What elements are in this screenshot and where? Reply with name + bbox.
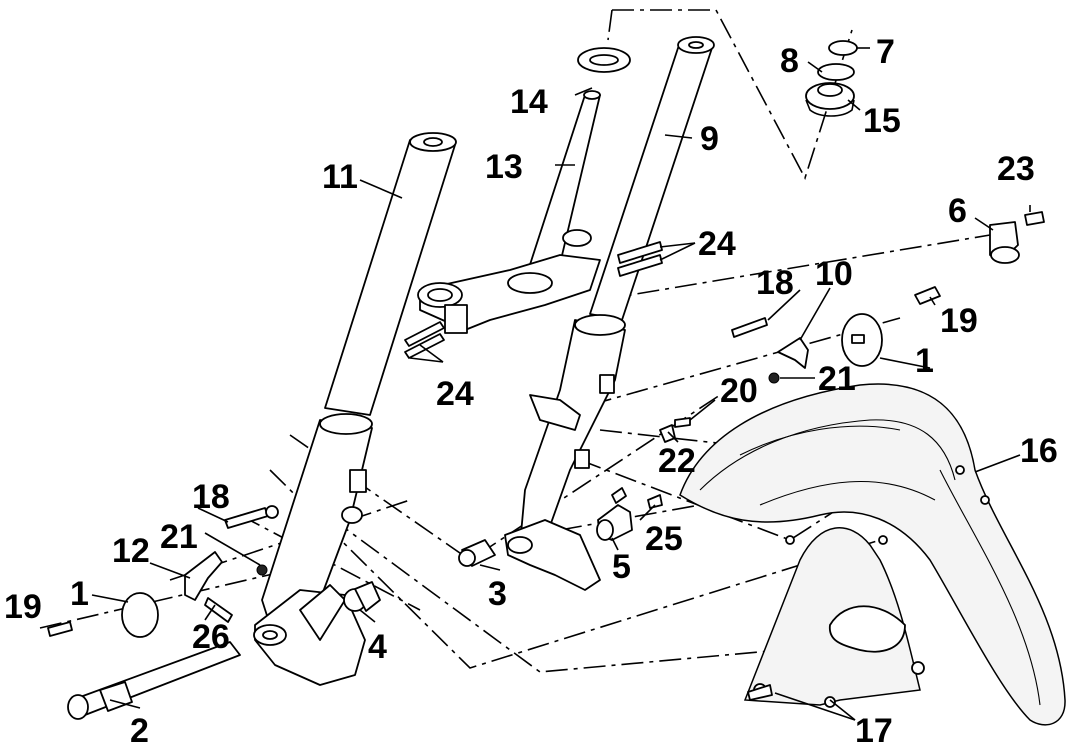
callout-11: 11 [322,158,358,196]
steering-stem [417,90,601,334]
callout-23: 23 [997,150,1035,188]
callout-17: 17 [855,712,893,747]
callout-1-right: 1 [915,342,934,380]
callout-9: 9 [700,120,719,158]
dust-seal [577,47,631,73]
callout-16: 16 [1020,432,1058,470]
callout-20: 20 [720,372,758,410]
callout-labels: 11 9 13 14 7 8 15 23 6 24 18 10 19 1 21 … [4,33,1058,747]
callout-1-left: 1 [70,575,89,613]
callout-26: 26 [192,618,230,656]
callout-10: 10 [815,255,853,293]
callout-19-right: 19 [940,302,978,340]
callout-22: 22 [658,442,696,480]
callout-18-left: 18 [192,478,230,516]
callout-3: 3 [488,575,507,613]
small-hardware [47,211,1045,720]
callout-13: 13 [485,148,523,186]
callout-18-right: 18 [756,264,794,302]
callout-12: 12 [112,532,150,570]
callout-14: 14 [510,83,548,121]
callout-5: 5 [612,548,631,586]
right-fork-tube [504,36,715,591]
callout-21-left: 21 [160,518,198,556]
left-fork-tube [253,132,457,686]
callout-24-lower: 24 [436,375,474,413]
steering-bearing-set [805,40,858,117]
callout-4: 4 [368,628,387,666]
leader-lines [91,47,1031,721]
callout-21-right: 21 [818,360,856,398]
callout-24-upper: 24 [698,225,736,263]
callout-25: 25 [645,520,683,558]
callout-7: 7 [876,33,895,71]
callout-19-left: 19 [4,588,42,626]
front-fender [679,383,1066,726]
callout-8: 8 [780,42,799,80]
callout-6: 6 [948,192,967,230]
callout-15: 15 [863,102,901,140]
callout-2: 2 [130,712,149,747]
